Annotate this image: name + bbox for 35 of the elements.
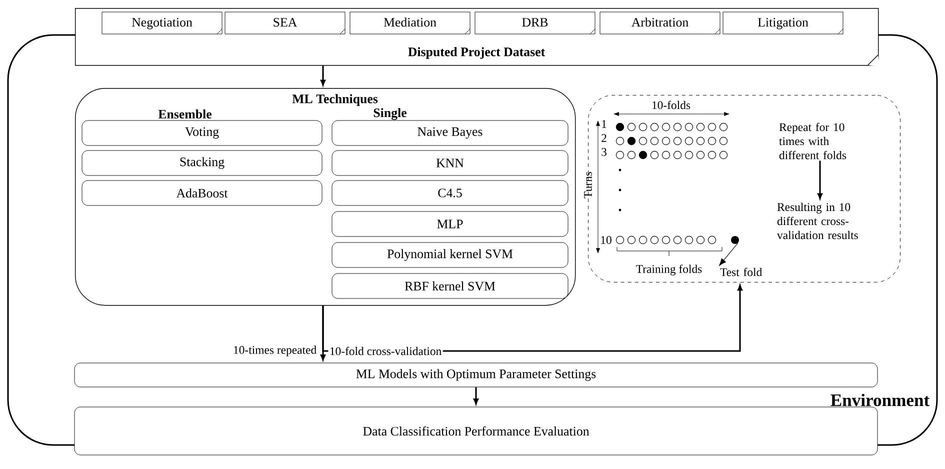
- process-box: AdaBoost: [82, 180, 322, 206]
- arrow: [320, 66, 326, 86]
- row-number: 2: [602, 134, 606, 142]
- bracket-label: Training folds: [636, 264, 702, 276]
- row-number: 3: [602, 148, 606, 156]
- edge-label: 10-fold cross-validation: [328, 346, 443, 356]
- process-box: ML Models with Optimum Parameter Settings: [74, 362, 878, 388]
- process-box: Polynomial kernel SVM: [332, 242, 568, 268]
- note-text: Test fold: [720, 268, 762, 276]
- document-tab: SEA: [224, 12, 346, 34]
- document-tab: Litigation: [722, 12, 844, 34]
- arrow: [818, 160, 823, 200]
- process-box: Naive Bayes: [332, 120, 568, 146]
- process-box: Stacking: [82, 150, 322, 176]
- row-number: 1: [602, 120, 606, 128]
- note-text: Repeat for 10 times with different folds: [779, 122, 846, 160]
- note-text: Resulting in 10 different cross-validation results: [777, 202, 858, 240]
- environment-label: Environment: [830, 394, 930, 406]
- process-box: RBF kernel SVM: [332, 273, 568, 299]
- process-box: Data Classification Performance Evaluation: [74, 406, 878, 456]
- axis-label: Turns: [584, 172, 592, 198]
- document-tab: Arbitration: [600, 12, 720, 34]
- process-box: MLP: [332, 211, 568, 237]
- document-tab: DRB: [474, 12, 596, 34]
- test-fold-dot: [731, 236, 739, 244]
- document-tab: Mediation: [350, 12, 470, 34]
- process-box: Voting: [82, 120, 322, 146]
- row-number: 10: [601, 236, 612, 244]
- arrow: [474, 387, 479, 404]
- document-tab: Negotiation: [102, 12, 222, 34]
- arrow: [719, 242, 738, 266]
- edge-label: 10-times repeated: [232, 344, 318, 358]
- process-box: C4.5: [332, 180, 568, 206]
- process-box: KNN: [332, 150, 568, 176]
- fold-count-label: 10-folds: [652, 100, 690, 110]
